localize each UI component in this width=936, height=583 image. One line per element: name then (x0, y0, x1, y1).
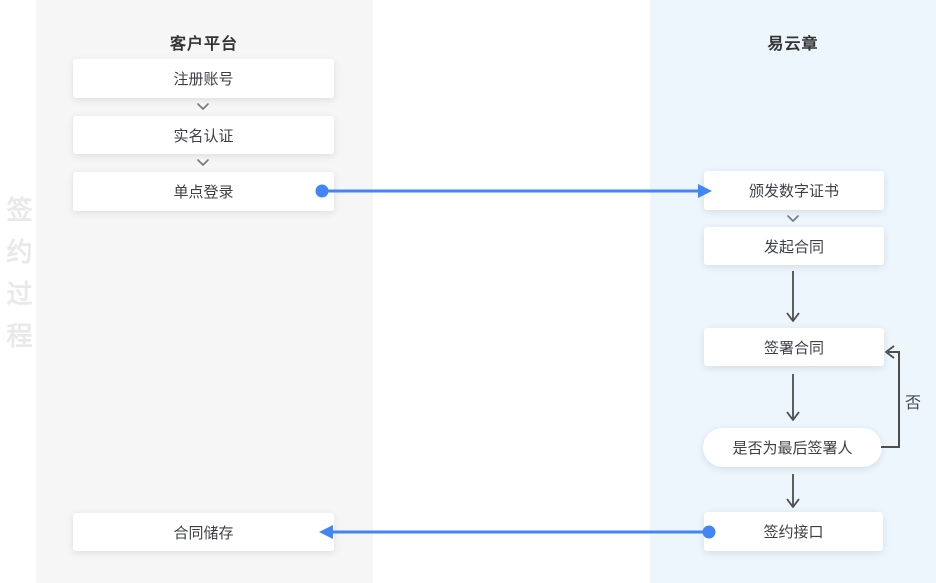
lane-yiyunzhang (650, 0, 936, 583)
node-sso-login: 单点登录 (73, 172, 334, 211)
lane-header-customer-platform: 客户平台 (169, 36, 239, 53)
node-is-last-signer: 是否为最后签署人 (703, 428, 882, 467)
node-issue-certificate: 颁发数字证书 (704, 171, 884, 210)
node-signing-api: 签约接口 (704, 512, 883, 551)
edge-label-no: 否 (905, 395, 922, 412)
node-realname-auth: 实名认证 (73, 116, 334, 154)
process-stage-label: 签约过程 (3, 196, 33, 364)
node-register-account: 注册账号 (73, 59, 334, 98)
node-contract-storage: 合同储存 (73, 513, 334, 551)
node-sign-contract: 签署合同 (704, 328, 884, 366)
node-initiate-contract: 发起合同 (704, 227, 884, 265)
lane-header-yiyunzhang: 易云章 (767, 36, 819, 53)
